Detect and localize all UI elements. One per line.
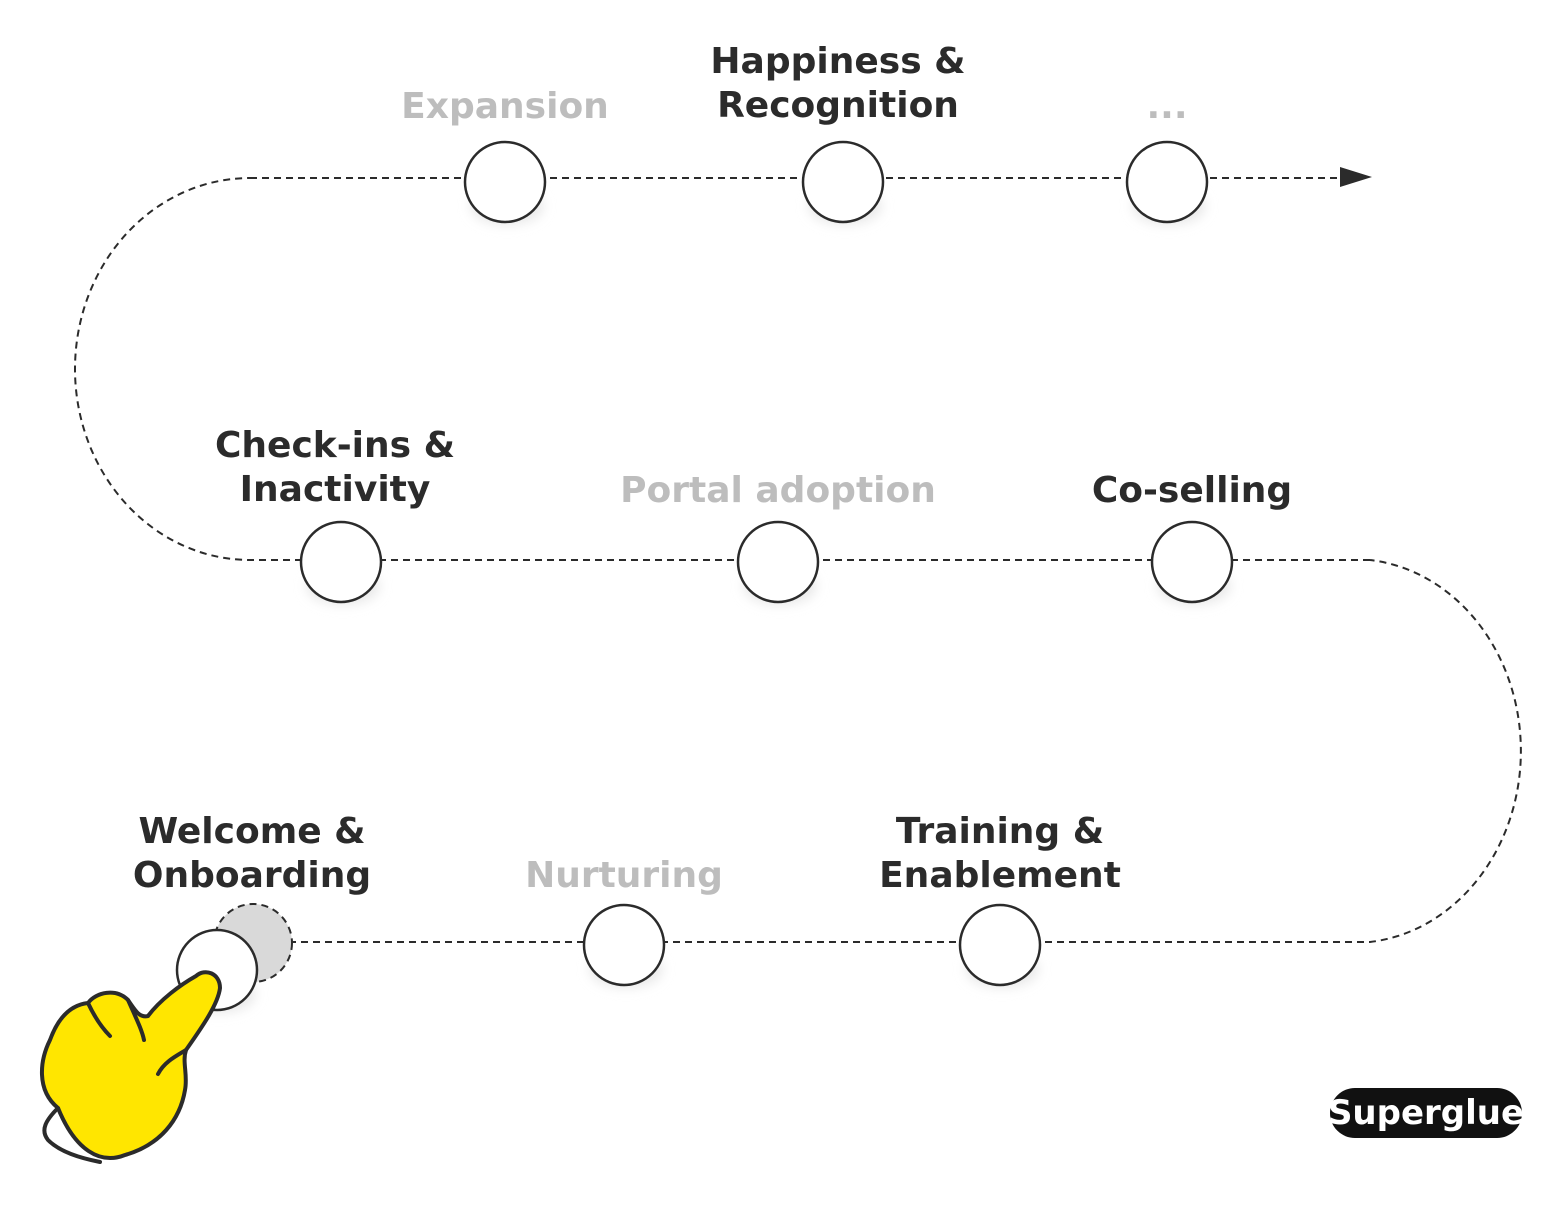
stage-label-line: Portal adoption — [620, 470, 936, 511]
stage-label-more: ... — [1146, 85, 1187, 129]
stage-node-portal-adoption[interactable] — [736, 520, 820, 604]
stage-nodes — [175, 140, 1234, 1012]
stage-label-check-ins-inactivity: Check-ins &Inactivity — [215, 424, 455, 512]
stage-label-line: Expansion — [401, 86, 609, 127]
stage-label-line: ... — [1146, 86, 1188, 127]
stage-label-happiness-recognition: Happiness &Recognition — [710, 40, 965, 128]
stage-label-line: Nurturing — [525, 855, 723, 896]
stage-label-line: Welcome & — [138, 811, 366, 852]
stage-label-line: Training & — [895, 811, 1105, 852]
stage-label-training-enablement: Training &Enablement — [879, 810, 1121, 898]
stage-label-line: Happiness & — [710, 41, 966, 82]
logo-text: Superglue — [1328, 1093, 1524, 1133]
stage-label-line: Onboarding — [132, 855, 372, 896]
stage-label-line: Inactivity — [239, 469, 431, 510]
stage-node-co-selling[interactable] — [1150, 520, 1234, 604]
stage-node-training-enablement[interactable] — [958, 903, 1042, 987]
stage-label-welcome-onboarding: Welcome &Onboarding — [133, 810, 371, 898]
stage-label-line: Enablement — [879, 855, 1121, 896]
stage-label-line: Recognition — [717, 85, 959, 126]
path-segment-bottom — [217, 559, 1522, 943]
stage-node-nurturing[interactable] — [582, 903, 666, 987]
stage-label-line: Co-selling — [1091, 470, 1293, 511]
stage-node-expansion[interactable] — [463, 140, 547, 224]
stage-node-check-ins-inactivity[interactable] — [299, 520, 383, 604]
stage-label-portal-adoption: Portal adoption — [620, 469, 936, 513]
stage-label-nurturing: Nurturing — [525, 854, 723, 898]
stage-label-line: Check-ins & — [214, 425, 456, 466]
superglue-logo: Superglue — [1328, 1088, 1524, 1138]
stage-label-expansion: Expansion — [401, 85, 609, 129]
stage-node-more[interactable] — [1125, 140, 1209, 224]
stage-node-happiness-recognition[interactable] — [801, 140, 885, 224]
pointing-hand-icon — [40, 970, 222, 1164]
stage-label-co-selling: Co-selling — [1092, 469, 1292, 513]
arrow-head-icon — [1340, 167, 1372, 187]
